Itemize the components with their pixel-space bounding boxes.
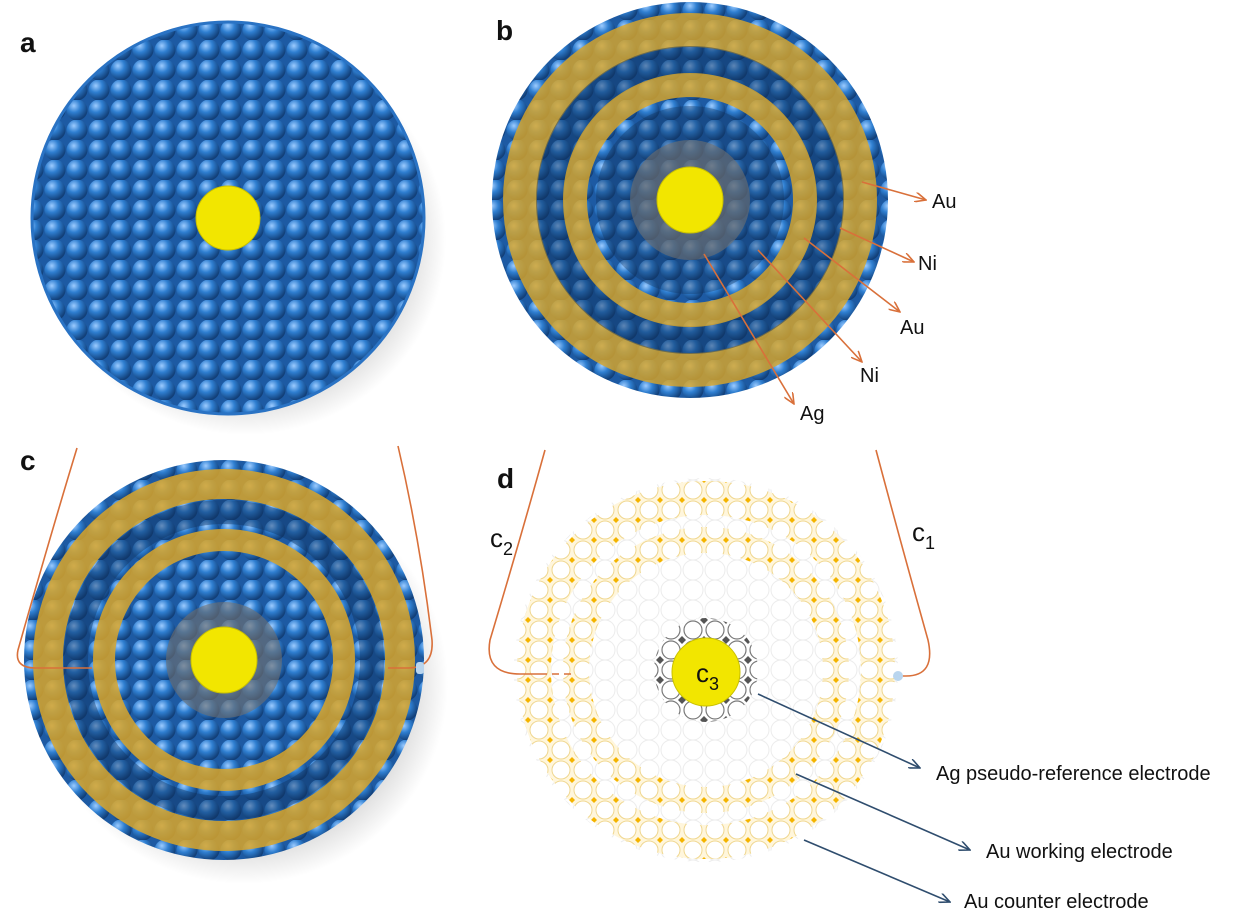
panel-d-contact-c3: c3 — [696, 658, 719, 694]
panel-b-label-ni-inner: Ni — [860, 365, 879, 387]
panel-a-center-particle — [195, 185, 261, 251]
panel-d-label-working: Au working electrode — [986, 841, 1173, 863]
panel-d-contact-c2: c2 — [490, 523, 513, 559]
panel-d-arrow-counter — [803, 839, 950, 902]
panel-c-right-contact-pad — [416, 662, 424, 674]
panel-b-outer-au-ring — [503, 13, 877, 387]
panel-d-label-counter: Au counter electrode — [964, 891, 1149, 911]
panel-b-arrow-ni-inner — [757, 249, 862, 362]
panel-b-outer-ni-ring — [536, 46, 844, 354]
panel-d-counter-electrode-ring — [517, 481, 895, 859]
panel-b-label-au-inner: Au — [900, 317, 924, 339]
panel-c: c — [16, 445, 448, 884]
panel-a-letter: a — [20, 27, 36, 58]
panel-d-letter: d — [497, 463, 514, 494]
panel-b-label-au-outer: Au — [932, 191, 956, 213]
panel-d-arrow-working — [795, 773, 970, 850]
panel-c-center-particle — [190, 626, 258, 694]
panel-d-label-reference: Ag pseudo-reference electrode — [936, 763, 1211, 785]
panel-b-arrow-ni-outer — [839, 227, 914, 262]
panel-b-label-ag: Ag — [800, 403, 824, 425]
panel-c-outer-ni-ring — [64, 500, 384, 820]
panel-d: d c2 c1 c3 Ag pseudo-reference electrode… — [488, 449, 1211, 911]
panel-d-center-particle — [671, 637, 741, 707]
panel-c-letter: c — [20, 445, 36, 476]
panel-b-center-particle — [656, 166, 724, 234]
panel-b-arrow-ag — [703, 253, 794, 404]
panel-d-working-electrode-ring — [563, 527, 849, 813]
panel-b-letter: b — [496, 15, 513, 46]
panel-a: a — [20, 20, 446, 435]
panel-d-arrow-reference — [757, 693, 920, 768]
panel-d-right-contact-pad — [893, 671, 903, 681]
panel-c-left-wire — [16, 447, 92, 669]
panel-b-arrow-au-inner — [803, 237, 900, 312]
panel-d-contact-c1: c1 — [912, 517, 935, 553]
panel-b: b Au Ni Au Ni Ag — [492, 2, 956, 425]
panel-c-outer-au-ring — [33, 469, 415, 851]
panel-b-arrow-au-outer — [861, 181, 926, 200]
panel-d-left-wire — [488, 449, 546, 675]
panel-c-inner-au-ring — [93, 529, 355, 791]
panel-b-inner-au-ring — [563, 73, 817, 327]
panel-d-right-wire — [875, 449, 931, 677]
panel-b-label-ni-outer: Ni — [918, 253, 937, 275]
panel-a-disk-edge — [30, 20, 426, 416]
